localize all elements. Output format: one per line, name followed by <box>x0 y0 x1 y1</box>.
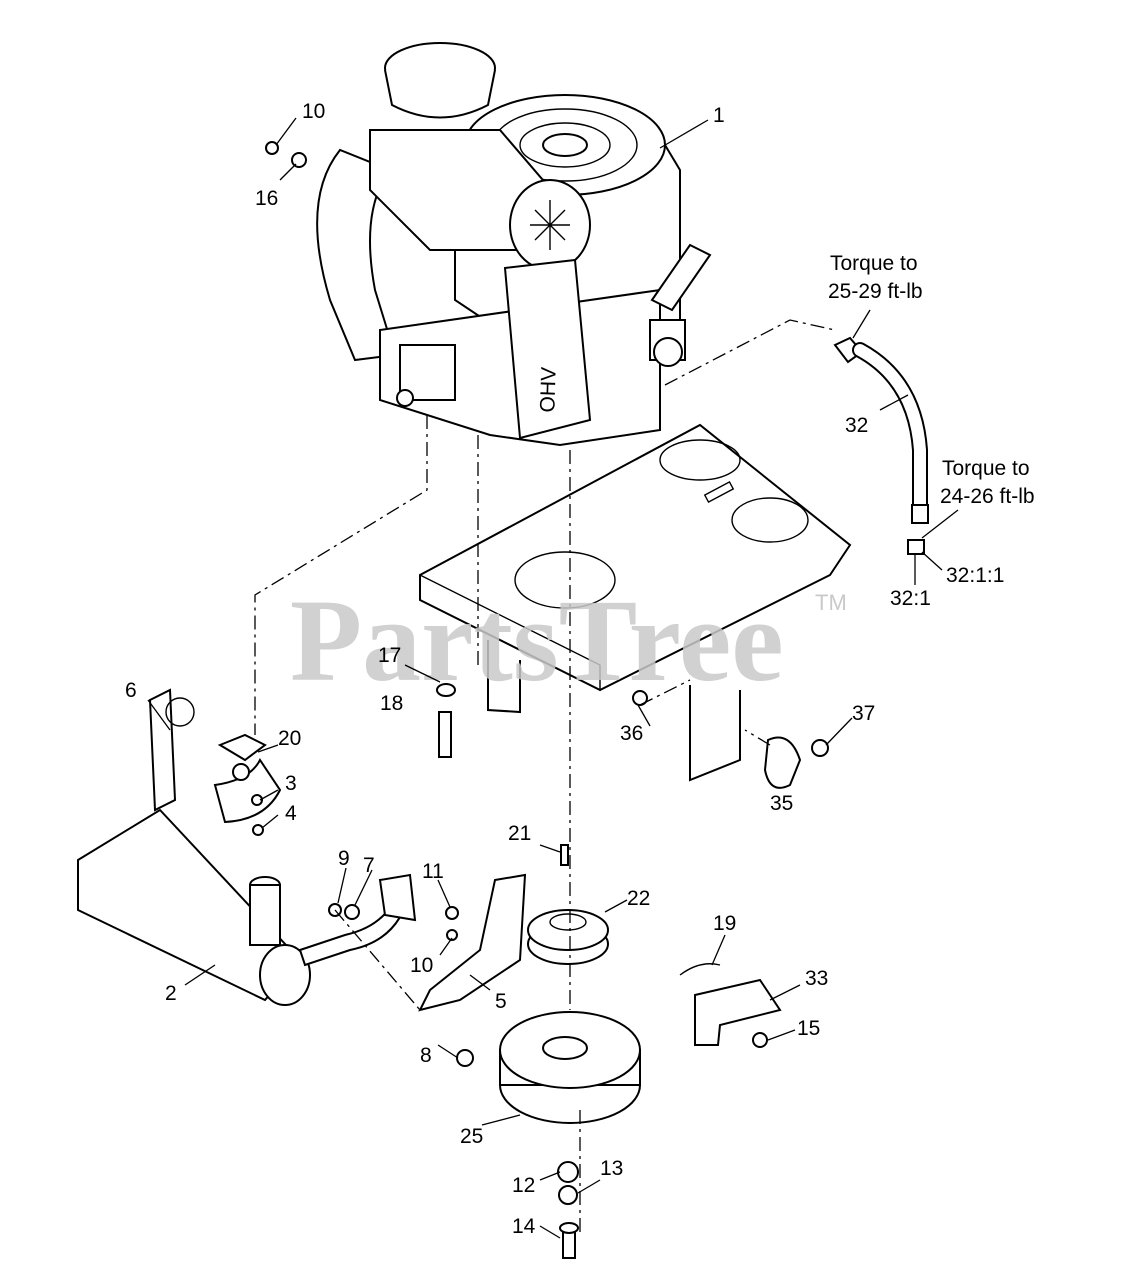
callout-10-bottom: 10 <box>410 954 433 977</box>
callout-7: 7 <box>363 854 375 877</box>
callout-21: 21 <box>508 822 531 845</box>
callout-19: 19 <box>713 912 736 935</box>
callout-32-1: 32:1 <box>890 587 931 610</box>
gasket-and-hardware <box>217 733 267 836</box>
callout-37: 37 <box>852 702 875 725</box>
clip-and-tab <box>436 683 829 1048</box>
electric-clutch <box>499 1011 641 1259</box>
callout-15: 15 <box>797 1017 820 1040</box>
callout-6: 6 <box>125 679 137 702</box>
watermark-text: PartsTree <box>290 575 784 706</box>
torque-note-top-line1: Torque to <box>830 252 918 275</box>
callout-12: 12 <box>512 1174 535 1197</box>
callout-25: 25 <box>460 1125 483 1148</box>
callout-22: 22 <box>627 887 650 910</box>
callout-18: 18 <box>380 692 403 715</box>
callout-13: 13 <box>600 1157 623 1180</box>
watermark-tm: TM <box>815 590 847 615</box>
callout-2: 2 <box>165 982 177 1005</box>
alignment-lines <box>254 319 836 1235</box>
engine: OHV <box>316 42 712 447</box>
fuel-hose <box>833 336 929 555</box>
callout-3: 3 <box>285 772 297 795</box>
pulley <box>527 844 609 965</box>
torque-note-bottom-line2: 24-26 ft-lb <box>940 485 1035 508</box>
callout-33: 33 <box>805 967 828 990</box>
torque-notes: Torque to 25-29 ft-lb Torque to 24-26 ft… <box>828 252 1035 508</box>
callout-20: 20 <box>278 727 301 750</box>
callout-4: 4 <box>285 802 297 825</box>
callout-5: 5 <box>495 990 507 1013</box>
callout-9: 9 <box>338 847 350 870</box>
leader-lines <box>147 117 959 1239</box>
callout-14: 14 <box>512 1215 536 1238</box>
callout-36: 36 <box>620 722 643 745</box>
watermark: PartsTree TM <box>290 575 847 706</box>
callout-17: 17 <box>378 644 401 667</box>
callout-32: 32 <box>845 414 868 437</box>
muffler-assembly <box>77 688 412 1006</box>
callout-32-1-1: 32:1:1 <box>946 564 1004 587</box>
bracket <box>378 873 527 1067</box>
small-hardware <box>265 141 459 941</box>
callouts: 1 10 16 32 32:1 32:1:1 17 18 36 37 35 6 … <box>125 100 1004 1238</box>
ohv-decal: OHV <box>536 367 561 413</box>
torque-note-bottom-line1: Torque to <box>942 457 1030 480</box>
callout-16: 16 <box>255 187 278 210</box>
callout-10-top: 10 <box>302 100 325 123</box>
callout-8: 8 <box>420 1044 432 1067</box>
frame-plate <box>419 423 852 782</box>
torque-note-top-line2: 25-29 ft-lb <box>828 280 923 303</box>
callout-35: 35 <box>770 792 793 815</box>
callout-11: 11 <box>422 860 444 883</box>
callout-1: 1 <box>713 104 725 127</box>
